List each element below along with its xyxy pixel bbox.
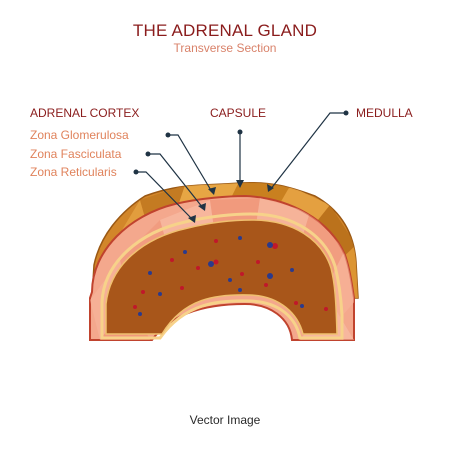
label-zona-glomerulosa: Zona Glomerulosa bbox=[30, 128, 129, 142]
label-medulla: MEDULLA bbox=[356, 106, 413, 120]
diagram-subtitle: Transverse Section bbox=[173, 41, 277, 55]
label-adrenal-cortex: ADRENAL CORTEX bbox=[30, 106, 140, 120]
footer-caption: Vector Image bbox=[189, 413, 261, 427]
label-zona-fasciculata: Zona Fasciculata bbox=[30, 147, 122, 161]
glomerulosa-leader bbox=[168, 134, 213, 193]
diagram-title: THE ADRENAL GLAND bbox=[132, 21, 318, 40]
leader-lines bbox=[133, 110, 349, 223]
reticularis-boundary bbox=[100, 212, 344, 340]
medulla-layer bbox=[105, 219, 338, 335]
reticularis-leader bbox=[136, 171, 194, 221]
label-capsule: CAPSULE bbox=[210, 106, 267, 120]
medulla-leader bbox=[269, 112, 346, 191]
blood-vessels bbox=[133, 236, 328, 316]
label-zona-reticularis: Zona Reticularis bbox=[30, 165, 117, 179]
fasciculata-leader bbox=[148, 153, 204, 209]
